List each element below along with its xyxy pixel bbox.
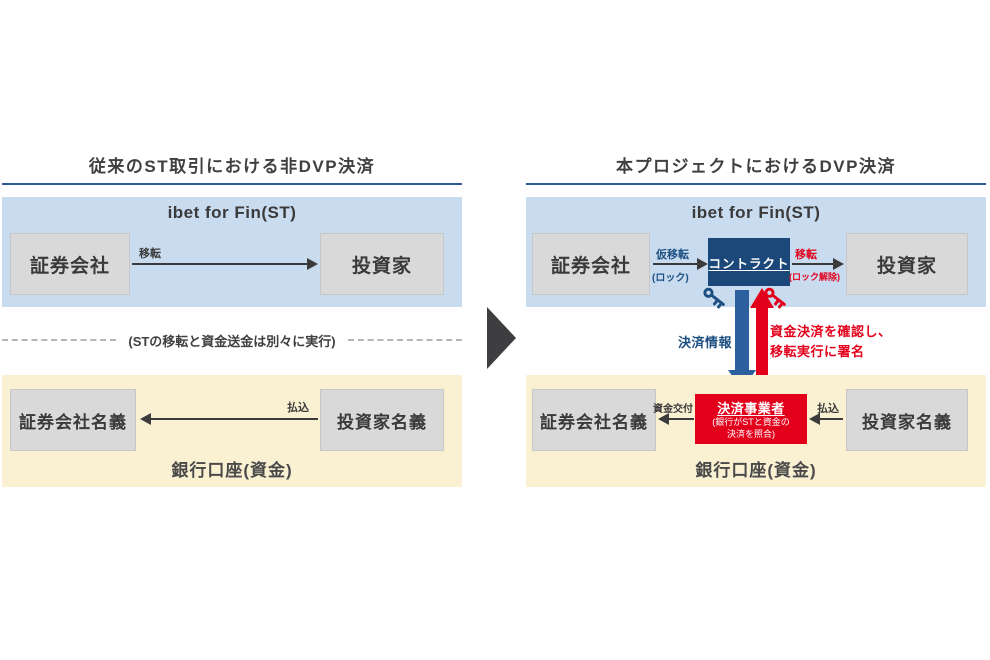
dvp-securities-account-box: 証券会社名義 [532,389,656,451]
fund-delivery-label: 資金交付 [653,404,693,415]
legacy-investor-box: 投資家 [320,233,444,295]
fund-delivery-arrow [658,413,694,425]
final-transfer-sublabel: (ロック解除) [789,272,840,282]
legacy-transfer-arrow [132,258,318,270]
lock-key-blue-icon [701,284,728,311]
legacy-securities-account-box: 証券会社名義 [10,389,136,451]
settlement-provider-box: 決済事業者 (銀行がSTと資金の 決済を照合) [695,394,807,444]
legacy-divider: (STの移転と資金送金は別々に実行) [2,332,462,349]
provisional-transfer-arrow [653,258,708,270]
dvp-investor-box: 投資家 [846,233,968,295]
legacy-platform-label: ibet for Fin(ST) [167,203,297,222]
provisional-transfer-sublabel: (ロック) [652,273,689,284]
contract-box-label: コントラクト [708,256,790,271]
legacy-panel-title: 従来のST取引における非DVP決済 [88,157,376,176]
legacy-securities-box: 証券会社 [10,233,130,295]
legacy-divider-note: (STの移転と資金送金は別々に実行) [128,333,336,349]
dvp-investor-account-box: 投資家名義 [846,389,968,451]
dvp-bank-label: 銀行口座(資金) [695,461,817,480]
settlement-info-arrow-shaft [735,290,749,372]
legacy-transfer-arrow-label: 移転 [139,248,161,260]
settlement-provider-sub1: (銀行がSTと資金の [712,417,790,428]
legacy-title-rule [2,183,462,185]
legacy-investor-account-box: 投資家名義 [320,389,444,451]
dvp-payment-arrow [809,413,843,425]
legacy-payment-arrow [140,413,318,425]
dvp-panel-title: 本プロジェクトにおけるDVP決済 [616,157,896,176]
final-transfer-arrow [792,258,844,270]
dvp-payment-label: 払込 [817,403,839,415]
divider-dash-left [2,339,117,341]
dvp-securities-box: 証券会社 [532,233,650,295]
settlement-info-label: 決済情報 [678,335,733,350]
signature-label-line2: 移転実行に署名 [770,344,865,359]
divider-dash-right [347,339,462,341]
final-transfer-label: 移転 [795,249,817,261]
legacy-payment-arrow-label: 払込 [287,402,309,414]
settlement-provider-title: 決済事業者 [717,401,785,417]
legacy-bank-label: 銀行口座(資金) [171,461,293,480]
settlement-provider-sub2: 決済を照合) [727,429,775,439]
contract-box: コントラクト [708,238,790,286]
dvp-title-rule [526,183,986,185]
transition-arrow-icon [487,307,516,369]
signature-arrow-head [750,288,774,308]
signature-arrow [750,288,774,396]
signature-label-line1: 資金決済を確認し、 [770,324,892,339]
signature-arrow-shaft [756,306,768,394]
dvp-platform-label: ibet for Fin(ST) [691,203,821,222]
provisional-transfer-label: 仮移転 [656,249,689,261]
